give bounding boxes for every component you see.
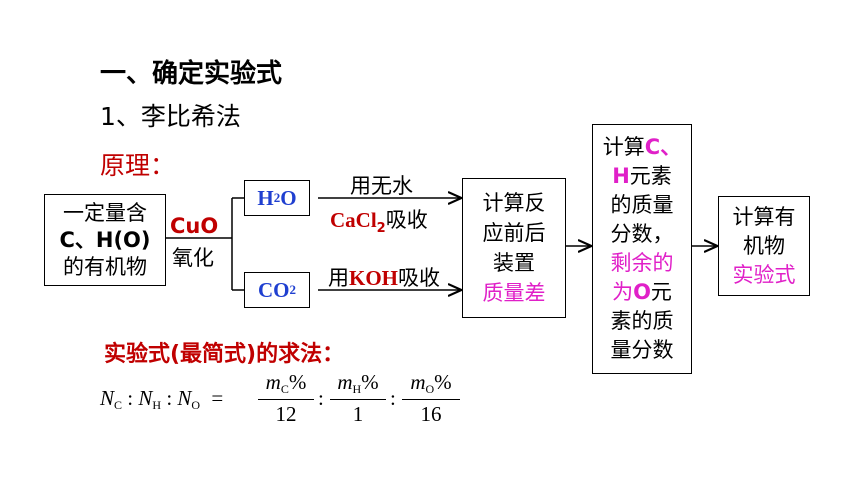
result-box: 计算有 机物 实验式	[718, 196, 810, 296]
start-box: 一定量含 C、H(O) 的有机物	[44, 194, 166, 286]
fraction-o: mO% 16	[402, 370, 460, 427]
lhs-n-o: NO	[177, 386, 201, 412]
lower-arrow-tail: 吸收	[398, 266, 441, 290]
mass-line-2: H元素	[612, 164, 672, 188]
co2-base: CO	[258, 277, 290, 302]
lhs-n-h: NH	[138, 386, 162, 412]
mass-line-5: 剩余的	[610, 251, 674, 275]
start-line-2: C、H(O)	[59, 227, 151, 252]
oxidizer-label: CuO	[170, 214, 219, 238]
lhs-n-c: NC	[100, 386, 123, 412]
fraction-h: mH% 1	[330, 370, 386, 427]
oxidize-label: 氧化	[172, 246, 214, 270]
section-title: 一、确定实验式	[100, 59, 283, 89]
cacl-label: CaCl	[330, 208, 377, 232]
mass-line-6: 为O元	[612, 280, 672, 304]
h2o-tail: O	[280, 185, 297, 210]
start-line-3: 的有机物	[62, 254, 147, 279]
method-subtitle: 1、李比希法	[100, 102, 241, 131]
sep-2: :	[166, 386, 173, 410]
upper-arrow-line2: CaCl2吸收	[330, 204, 428, 236]
h2o-base: H	[257, 185, 274, 210]
result-highlight: 实验式	[732, 262, 796, 287]
principle-label: 原理：	[100, 151, 176, 180]
cacl-sub: 2	[376, 221, 386, 237]
koh-label: KOH	[349, 266, 399, 290]
calc-line-1: 计算反	[482, 191, 546, 215]
mass-line-4: 分数，	[610, 222, 674, 246]
lower-arrow-label: 用KOH吸收	[328, 262, 440, 292]
calc-highlight: 质量差	[482, 281, 546, 305]
fraction-c: mC% 12	[258, 370, 314, 427]
upper-arrow-tail: 吸收	[385, 208, 428, 232]
mass-line-1: 计算C、	[602, 135, 682, 159]
sep-1: :	[127, 386, 134, 410]
start-line-1: 一定量含	[62, 200, 147, 225]
frac-sep-2: :	[390, 386, 396, 410]
mass-line-7: 素的质	[610, 309, 674, 333]
result-line-1: 计算有	[732, 204, 796, 229]
result-line-2: 机物	[743, 233, 785, 258]
calc-box: 计算反 应前后 装置 质量差	[462, 178, 566, 318]
formula-lhs: NC : NH : NO =	[100, 386, 223, 413]
calc-line-2: 应前后	[482, 221, 546, 245]
mass-line-8: 量分数	[610, 338, 674, 362]
co2-sub: 2	[289, 282, 297, 297]
frac-sep-1: :	[318, 386, 324, 410]
h2o-sub: 2	[273, 190, 281, 205]
lower-arrow-pre: 用	[328, 266, 349, 290]
calc-line-3: 装置	[493, 251, 535, 275]
upper-arrow-line1: 用无水	[350, 174, 413, 198]
equals-sign: =	[211, 386, 224, 410]
mass-line-3: 的质量	[610, 193, 674, 217]
mass-box: 计算C、 H元素 的质量 分数， 剩余的 为O元 素的质 量分数	[592, 124, 692, 374]
method-label: 实验式(最简式)的求法：	[104, 342, 345, 367]
